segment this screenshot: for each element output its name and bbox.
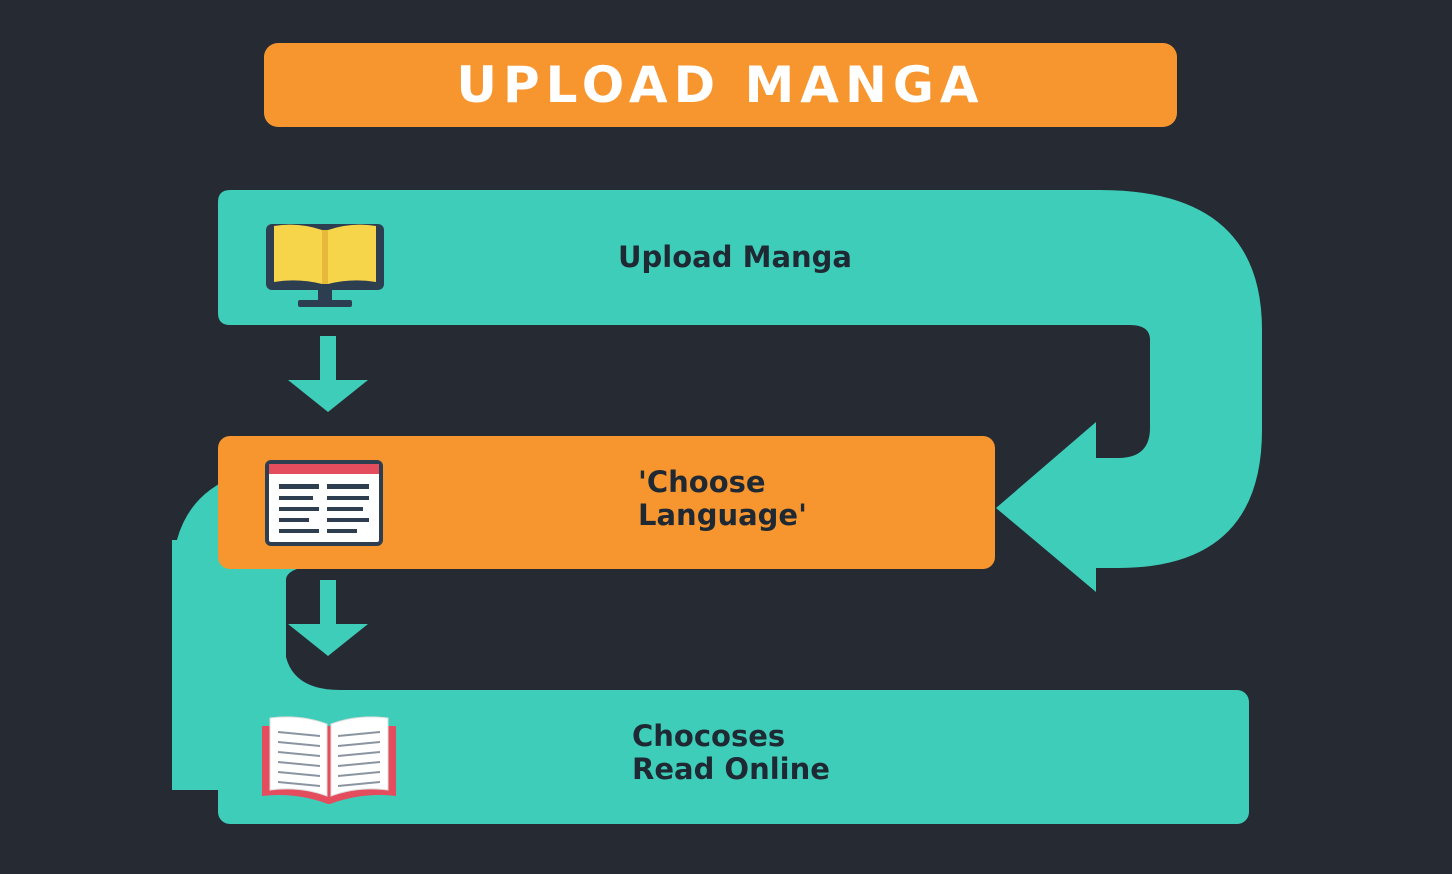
document-window-icon	[265, 460, 383, 546]
header-banner: UPLOAD MANGA	[264, 43, 1177, 127]
step3-bar	[218, 690, 1249, 824]
step3-label: Chocoses Read Online	[632, 719, 830, 786]
step1-bar	[218, 190, 1262, 568]
open-book-icon	[258, 712, 400, 808]
step1-label: Upload Manga	[618, 240, 852, 274]
left-loop-bottom-curve	[172, 570, 286, 790]
step2-bar	[218, 436, 995, 569]
monitor-book-icon	[264, 222, 386, 310]
return-arrow-head	[996, 422, 1096, 592]
down-arrow-2	[288, 580, 368, 656]
header-title: UPLOAD MANGA	[456, 56, 985, 114]
down-arrow-1	[288, 336, 368, 412]
step2-label: 'Choose Language'	[638, 465, 807, 532]
